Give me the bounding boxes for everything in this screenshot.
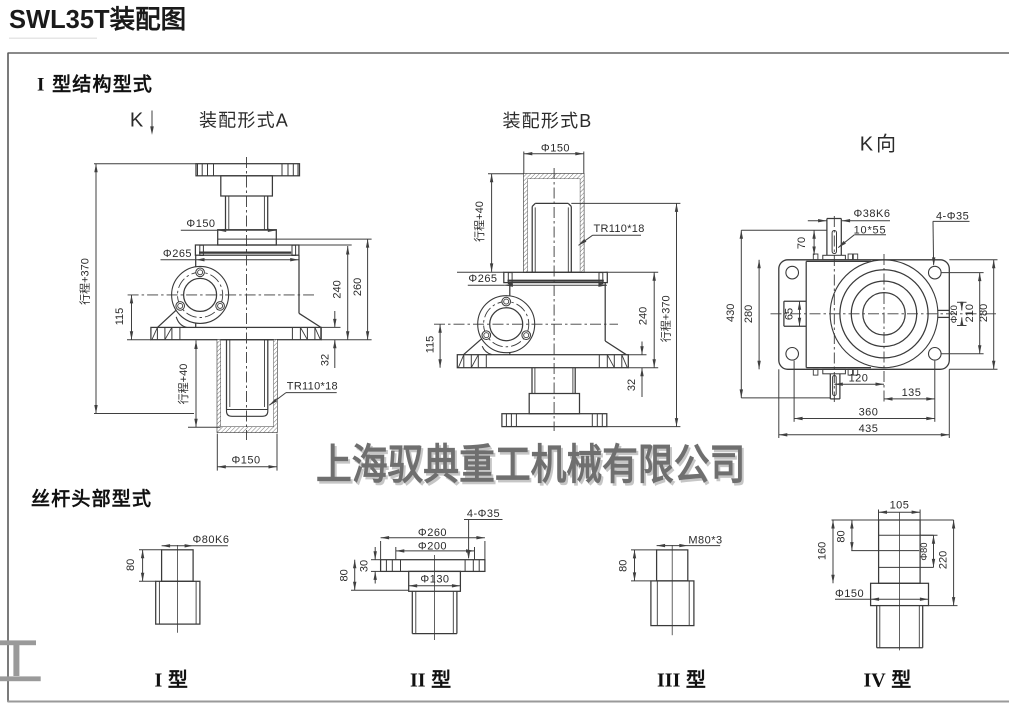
- svg-text:32: 32: [626, 379, 638, 391]
- svg-text:上海驭典重工机械有限公司: 上海驭典重工机械有限公司: [316, 442, 745, 488]
- svg-text:435: 435: [859, 423, 879, 435]
- svg-text:Φ265: Φ265: [163, 248, 192, 260]
- svg-text:K: K: [130, 110, 144, 132]
- svg-text:32: 32: [320, 354, 332, 366]
- svg-text:65: 65: [784, 308, 796, 320]
- svg-text:120: 120: [849, 373, 869, 385]
- svg-text:Φ200: Φ200: [418, 540, 447, 552]
- svg-text:160: 160: [816, 542, 828, 560]
- svg-text:行程+370: 行程+370: [660, 295, 673, 342]
- svg-text:TR110*18: TR110*18: [287, 380, 338, 392]
- svg-text:4-Φ35: 4-Φ35: [467, 508, 500, 520]
- svg-text:210: 210: [964, 304, 976, 322]
- svg-text:行程+40: 行程+40: [473, 201, 486, 242]
- svg-text:TR110*18: TR110*18: [594, 223, 645, 235]
- svg-text:行程+40: 行程+40: [177, 364, 190, 405]
- svg-text:Φ150: Φ150: [232, 454, 261, 466]
- svg-text:105: 105: [890, 499, 910, 511]
- svg-text:II 型: II 型: [410, 669, 451, 692]
- svg-text:Φ265: Φ265: [468, 273, 497, 285]
- svg-text:10*55: 10*55: [854, 225, 887, 237]
- svg-text:丝杆头部型式: 丝杆头部型式: [31, 487, 152, 510]
- svg-text:Φ38K6: Φ38K6: [854, 208, 891, 220]
- svg-text:Φ80: Φ80: [919, 542, 930, 560]
- svg-text:Φ150: Φ150: [186, 218, 215, 230]
- svg-text:280: 280: [743, 305, 755, 323]
- svg-text:M80*3: M80*3: [688, 535, 722, 547]
- svg-text:80: 80: [338, 569, 350, 581]
- svg-text:220: 220: [938, 551, 950, 569]
- svg-text:IV 型: IV 型: [864, 669, 912, 692]
- svg-text:30: 30: [359, 560, 371, 572]
- svg-text:280: 280: [978, 304, 990, 322]
- svg-text:行程+370: 行程+370: [79, 258, 92, 305]
- svg-text:Φ150: Φ150: [541, 142, 570, 154]
- svg-text:上海驭典重工机械有限公司: 上海驭典重工机械有限公司: [318, 445, 747, 491]
- svg-text:135: 135: [902, 387, 922, 399]
- svg-text:80: 80: [125, 559, 137, 571]
- svg-text:115: 115: [425, 336, 437, 354]
- svg-text:Φ80K6: Φ80K6: [193, 534, 230, 546]
- svg-text:240: 240: [332, 280, 344, 298]
- svg-text:80: 80: [617, 560, 629, 572]
- svg-text:70: 70: [796, 237, 808, 249]
- svg-text:4-Φ35: 4-Φ35: [936, 211, 969, 223]
- svg-text:240: 240: [638, 307, 650, 325]
- svg-text:K向: K向: [860, 133, 899, 156]
- svg-text:Φ130: Φ130: [420, 573, 449, 585]
- svg-text:Φ150: Φ150: [835, 588, 864, 600]
- svg-text:I 型结构型式: I 型结构型式: [37, 73, 153, 96]
- svg-text:I 型: I 型: [155, 669, 188, 692]
- svg-text:SWL35T装配图: SWL35T装配图: [9, 6, 186, 34]
- svg-text:80: 80: [836, 530, 848, 542]
- svg-text:装配形式A: 装配形式A: [199, 110, 289, 130]
- svg-text:115: 115: [114, 308, 126, 326]
- svg-text:260: 260: [352, 278, 364, 296]
- svg-text:III 型: III 型: [657, 669, 706, 692]
- svg-text:360: 360: [859, 407, 879, 419]
- svg-text:装配形式B: 装配形式B: [502, 111, 592, 131]
- svg-text:Φ20: Φ20: [949, 305, 960, 323]
- svg-text:430: 430: [725, 304, 737, 322]
- svg-text:Φ260: Φ260: [418, 527, 447, 539]
